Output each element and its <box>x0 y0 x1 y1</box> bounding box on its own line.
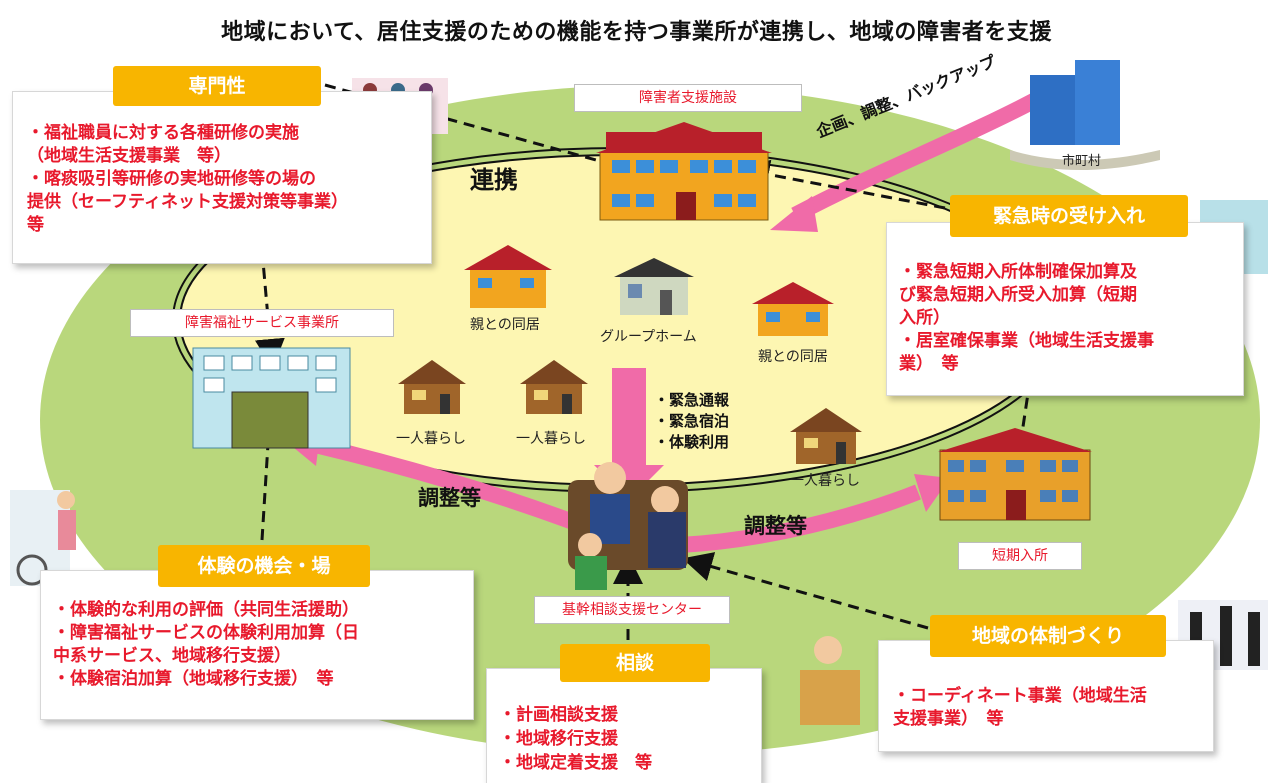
kinkyu-text: ・緊急短期入所体制確保加算及 び緊急短期入所受入加算（短期 入所） ・居室確保事… <box>899 262 1154 374</box>
taiken-text: ・体験的な利用の評価（共同生活援助） ・障害福祉サービスの体験利用加算（日 中系… <box>53 600 359 689</box>
taisei-text: ・コーディネート事業（地域生活 支援事業） 等 <box>893 686 1147 729</box>
sodan-box: ・計画相談支援 ・地域移行支援 ・地域定着支援 等 <box>486 668 762 783</box>
home-caption-oya1: 親との同居 <box>470 317 540 333</box>
service-office-building <box>192 347 351 449</box>
senmonsei-text: ・福祉職員に対する各種研修の実施 （地域生活支援事業 等） ・喀痰吸引等研修の実… <box>27 123 348 235</box>
city-label: 市町村 <box>1062 154 1102 169</box>
senmonsei-tag: 専門性 <box>113 66 321 106</box>
house-oya1 <box>464 245 552 308</box>
city-building <box>1010 60 1160 170</box>
house-hitori2 <box>520 360 588 414</box>
taiken-box: ・体験的な利用の評価（共同生活援助） ・障害福祉サービスの体験利用加算（日 中系… <box>40 570 474 720</box>
kinkyu-tag: 緊急時の受け入れ <box>950 195 1188 237</box>
home-caption-group: グループホーム <box>600 329 697 345</box>
taisei-tag: 地域の体制づくり <box>930 615 1166 657</box>
house-hitori3 <box>790 408 862 464</box>
support-facility-building <box>596 122 772 221</box>
coordination-arrow-right <box>679 484 921 553</box>
house-group <box>614 258 694 315</box>
support-facility-label: 障害者支援施設 <box>574 84 802 112</box>
senmonsei-box: ・福祉職員に対する各種研修の実施 （地域生活支援事業 等） ・喀痰吸引等研修の実… <box>12 91 432 264</box>
emergency-list: ・緊急通報 ・緊急宿泊 ・体験利用 <box>654 391 730 451</box>
kikan-center-label: 基幹相談支援センター <box>534 596 730 624</box>
home-caption-hitori1: 一人暮らし <box>396 431 466 447</box>
chosei-left-label: 調整等 <box>418 486 481 510</box>
home-caption-oya2: 親との同居 <box>758 349 828 365</box>
taiken-tag: 体験の機会・場 <box>158 545 370 587</box>
chosei-right-label: 調整等 <box>744 514 807 538</box>
sodan-tag: 相談 <box>560 644 710 682</box>
short-stay-building <box>938 428 1092 521</box>
emergency-arrow <box>612 368 646 468</box>
kinkyu-box: ・緊急短期入所体制確保加算及 び緊急短期入所受入加算（短期 入所） ・居室確保事… <box>886 222 1244 396</box>
short-stay-label: 短期入所 <box>958 542 1082 570</box>
taisei-box: ・コーディネート事業（地域生活 支援事業） 等 <box>878 640 1214 752</box>
renkei-label: 連携 <box>470 166 518 194</box>
sodan-text: ・計画相談支援 ・地域移行支援 ・地域定着支援 等 <box>499 705 652 773</box>
service-office-label: 障害福祉サービス事業所 <box>130 309 394 337</box>
house-hitori1 <box>398 360 466 414</box>
counseling-illustration <box>568 462 688 590</box>
page-title: 地域において、居住支援のための機能を持つ事業所が連携し、地域の障害者を支援 <box>221 20 1052 45</box>
home-caption-hitori2: 一人暮らし <box>516 431 586 447</box>
receptionist-illustration <box>800 636 860 725</box>
backup-arrow <box>791 87 1049 223</box>
house-oya2 <box>752 282 834 336</box>
home-caption-hitori3: 一人暮らし <box>790 473 860 489</box>
